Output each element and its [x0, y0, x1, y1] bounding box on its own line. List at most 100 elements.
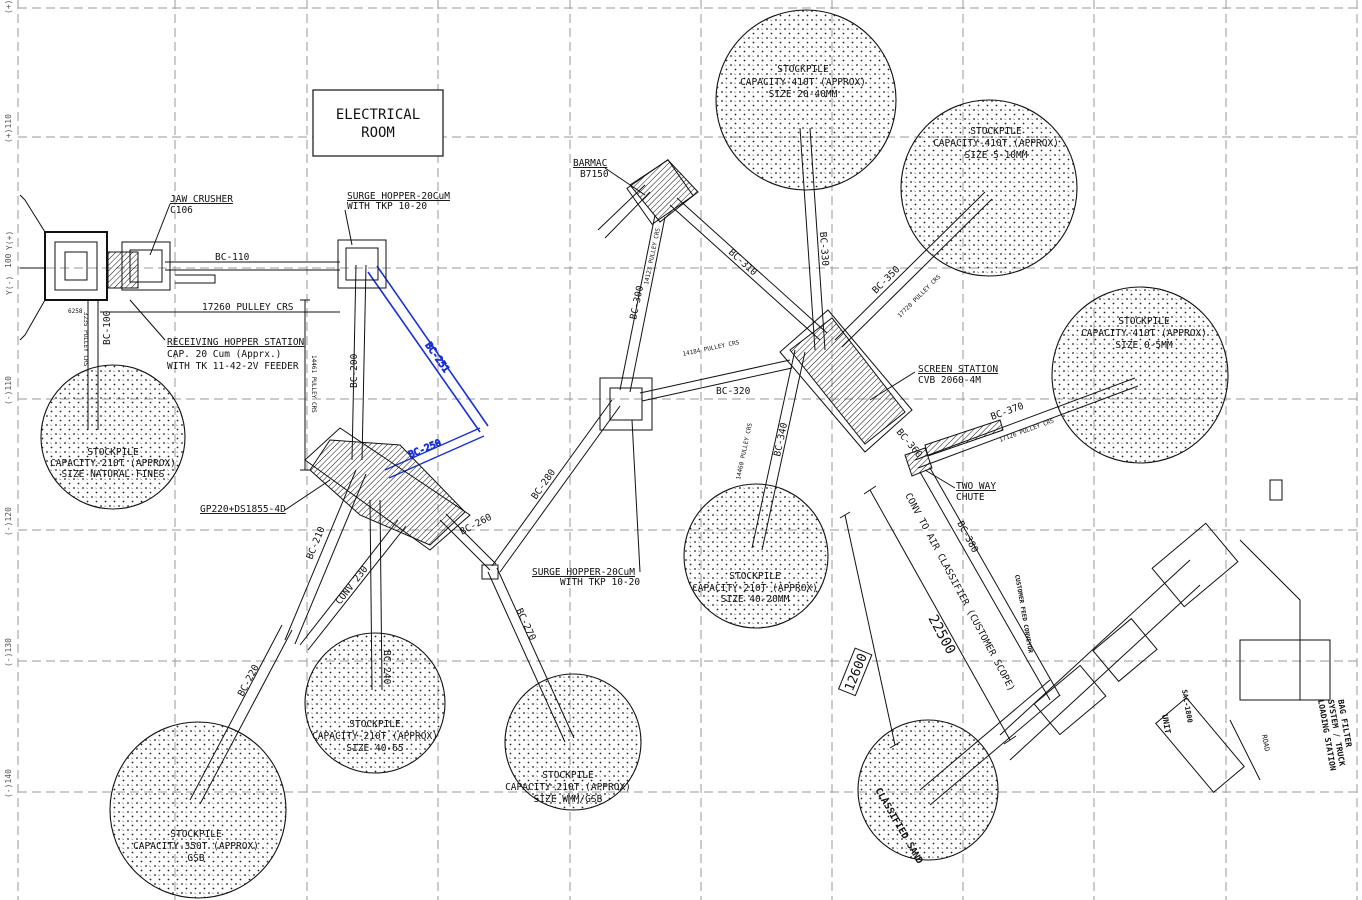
y-label-100: 100 [4, 253, 13, 268]
bag-filter-station [919, 479, 1331, 806]
stockpile-labels: STOCKPILE CAPACITY-210T (APPROX) SIZE NA… [50, 64, 1207, 864]
label-bc220: BC-220 [236, 663, 262, 699]
label-conv230: CONV 230 [334, 564, 371, 607]
stockpile-label-40-65: STOCKPILE CAPACITY-210T (APPROX) SIZE 40… [312, 719, 438, 754]
label-d14460: 14460 PULLEY CRS [735, 422, 754, 480]
label-bc330: BC-330 [817, 231, 830, 266]
stockpile-circle-20-40 [715, 9, 897, 191]
stockpile-circle-40-65 [304, 632, 446, 774]
label-screen-model: CVB 2060-4M [918, 375, 981, 386]
svg-text:CAPACITY-410T (APPROX): CAPACITY-410T (APPROX) [740, 77, 866, 88]
svg-text:STOCKPILE: STOCKPILE [777, 64, 829, 75]
stockpile-label-0-5: STOCKPILE CAPACITY-410T (APPROX) SIZE 0-… [1081, 316, 1207, 351]
svg-text:CAPACITY-410T (APPROX): CAPACITY-410T (APPROX) [933, 138, 1059, 149]
electrical-room-line1: ELECTRICAL [336, 107, 420, 123]
equipment [19, 158, 1331, 806]
label-bc300: BC-300 [628, 284, 646, 320]
two-way-chute [904, 419, 1004, 477]
stockpile-circle-gsb [109, 721, 287, 899]
leader-lines [129, 167, 956, 573]
label-pulley-17260: 17260 PULLEY CRS [202, 302, 294, 313]
label-bc110: BC-110 [215, 252, 250, 263]
y-label-120: (+)120 [4, 0, 13, 14]
label-surge-hopper-1: SURGE HOPPER-20CuM [347, 191, 450, 202]
surge-hopper-2 [481, 377, 653, 580]
label-bc310: BC-310 [726, 247, 759, 278]
svg-text:SIZE NATURAL FINES: SIZE NATURAL FINES [62, 469, 165, 480]
label-road: ROAD [1260, 734, 1271, 752]
label-d17720: 17720 PULLEY CRS [896, 273, 942, 319]
label-bc370: BC-370 [989, 401, 1025, 423]
svg-text:GSB: GSB [187, 853, 204, 864]
receiving-hopper [19, 194, 108, 341]
label-bc100: BC-100 [102, 310, 113, 345]
svg-text:SIZE 0-5MM: SIZE 0-5MM [1115, 340, 1172, 351]
label-sac: SAC-1800 [1180, 689, 1194, 724]
label-gp220: GP220+DS1855-4D [200, 504, 286, 515]
axis-y-minus: Y(-) [5, 276, 14, 295]
label-d14184: 14184 PULLEY CRS [682, 339, 740, 358]
jaw-crusher [107, 241, 171, 291]
label-dim-3235: 3235 PULLEY CRS [82, 312, 89, 367]
label-receiving-hopper: RECEIVING HOPPER STATION [167, 337, 305, 348]
svg-text:SIZE WMM/GSB: SIZE WMM/GSB [534, 794, 603, 805]
y-label-m140: (-)140 [4, 769, 13, 798]
svg-text:STOCKPILE: STOCKPILE [970, 126, 1022, 137]
label-d14461: 14461 PULLEY CRS [310, 355, 317, 413]
label-bc350: BC-350 [870, 264, 902, 296]
stockpile-label-gsb: STOCKPILE CAPACITY-350T (APPROX) GSB [133, 829, 259, 864]
y-label-m120: (-)120 [4, 507, 13, 536]
label-dim-6258: 6258 [68, 308, 83, 315]
stockpile-label-5-10: STOCKPILE CAPACITY-410T (APPROX) SIZE 5-… [933, 126, 1059, 161]
label-d17126: 17126 PULLEY CRS [998, 417, 1055, 443]
label-two-way: TWO WAY [956, 481, 996, 492]
svg-text:STOCKPILE: STOCKPILE [729, 571, 781, 582]
electrical-room-line2: ROOM [361, 125, 395, 141]
label-receiving-hopper-feeder: WITH TK 11-42-2V FEEDER [167, 361, 299, 372]
y-label-m130: (-)130 [4, 638, 13, 667]
label-bc260: BC-260 [458, 512, 494, 538]
label-bc340: BC-340 [772, 421, 790, 457]
label-bc240: BC-240 [381, 650, 392, 685]
y-label-110: (+)110 [4, 114, 13, 143]
label-jaw-crusher-model: C106 [170, 205, 193, 216]
svg-text:CAPACITY-210T (APPROX): CAPACITY-210T (APPROX) [692, 583, 818, 594]
label-bc320: BC-320 [716, 386, 751, 397]
label-surge-hopper-2: SURGE HOPPER-20CuM [532, 567, 635, 578]
electrical-room: ELECTRICAL ROOM [312, 89, 444, 157]
svg-text:CAPACITY-210T (APPROX): CAPACITY-210T (APPROX) [312, 731, 438, 742]
barmac [597, 158, 699, 239]
stockpile-label-40-20: STOCKPILE CAPACITY-210T (APPROX) SIZE 40… [692, 571, 818, 605]
stockpile-label-20-40: STOCKPILE CAPACITY-410T (APPROX) SIZE 20… [740, 64, 866, 100]
svg-text:CAPACITY-210T (APPROX): CAPACITY-210T (APPROX) [505, 782, 631, 793]
label-bc270: BC-270 [513, 607, 538, 643]
label-bc380: BC-380 [954, 519, 980, 555]
svg-text:STOCKPILE: STOCKPILE [170, 829, 222, 840]
label-surge-hopper-1-sub: WITH TKP 10-20 [347, 201, 427, 212]
label-surge-hopper-2-sub: WITH TKP 10-20 [560, 577, 640, 588]
svg-text:SIZE 5-10MM: SIZE 5-10MM [965, 150, 1028, 161]
label-bc200: BC-200 [349, 353, 360, 388]
label-receiving-hopper-cap: CAP. 20 Cum (Apprx.) [167, 349, 281, 360]
svg-text:SIZE 20-40MM: SIZE 20-40MM [769, 89, 838, 100]
stockpile-label-natural-fines: STOCKPILE CAPACITY-210T (APPROX) SIZE NA… [50, 447, 176, 480]
stockpile-circle-classified-sand [857, 719, 999, 861]
stockpile-circle-0-5 [1051, 286, 1229, 464]
label-barmac: BARMAC [573, 158, 607, 169]
svg-text:CAPACITY-210T (APPROX): CAPACITY-210T (APPROX) [50, 458, 176, 469]
svg-text:CAPACITY-410T (APPROX): CAPACITY-410T (APPROX) [1081, 328, 1207, 339]
label-customer-feed: CUSTOMER FEED CONVEYOR [1013, 574, 1034, 654]
stockpile-circle-40-20 [683, 483, 829, 629]
svg-text:STOCKPILE: STOCKPILE [1118, 316, 1170, 327]
svg-text:CAPACITY-350T (APPROX): CAPACITY-350T (APPROX) [133, 841, 259, 852]
svg-text:STOCKPILE: STOCKPILE [542, 770, 594, 781]
screen-station [779, 309, 913, 453]
svg-text:STOCKPILE: STOCKPILE [87, 447, 139, 458]
label-bc210: BC-210 [305, 525, 328, 561]
label-jaw-crusher: JAW CRUSHER [170, 194, 233, 205]
label-chute: CHUTE [956, 492, 985, 503]
svg-text:SIZE 40-65: SIZE 40-65 [346, 743, 403, 754]
y-label-m110: (-)110 [4, 376, 13, 405]
stockpile-circle-wmm-gsb [504, 673, 642, 811]
